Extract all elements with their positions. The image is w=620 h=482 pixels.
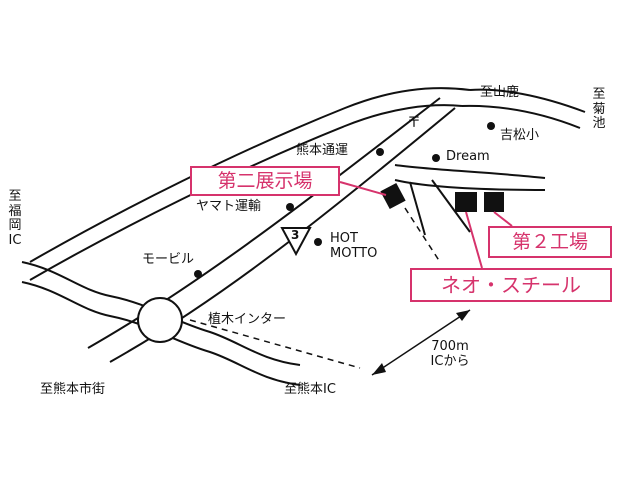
route-3-number: 3 <box>291 228 300 242</box>
yoshimatsu-dot <box>487 122 495 130</box>
dashed-guide-showroom <box>404 207 441 263</box>
label-factory2: 第２工場 <box>488 226 612 258</box>
showroom2-building <box>380 182 406 210</box>
yamato-dot <box>286 203 294 211</box>
leader-neo-steel <box>465 211 483 269</box>
neo-steel-building <box>455 192 477 212</box>
dashed-guide-ic <box>189 319 361 369</box>
place-hot-motto: HOT MOTTO <box>330 231 378 261</box>
distance-note: 700m ICから <box>430 339 470 369</box>
label-neo-steel: ネオ・スチール <box>410 268 612 302</box>
leader-showroom2 <box>339 181 387 196</box>
place-dream: Dream <box>446 149 490 164</box>
destination-kikuchi: 至菊池 <box>592 87 606 132</box>
distance-arrow <box>371 309 471 376</box>
kumamoto-tsuun-dot <box>376 148 384 156</box>
place-mobil: モービル <box>142 252 195 267</box>
expressway-north <box>29 87 471 281</box>
ueki-interchange-circle <box>137 297 183 343</box>
place-kumamoto-tsuun: 熊本通運 <box>296 143 349 158</box>
post-office-symbol: 〒 <box>407 115 421 131</box>
place-yamato: ヤマト運輸 <box>196 199 262 214</box>
route-3-shield <box>280 227 312 257</box>
road-to-factory <box>394 164 546 236</box>
leader-factory2 <box>493 211 513 227</box>
factory2-building <box>484 192 504 212</box>
destination-fukuoka-ic: 至福岡IC <box>8 189 22 248</box>
mobil-dot <box>194 270 202 278</box>
label-showroom2: 第二展示場 <box>190 166 340 196</box>
place-ueki-ic: 植木インター <box>208 312 287 327</box>
dream-dot <box>432 154 440 162</box>
destination-kumamoto-city: 至熊本市街 <box>40 382 106 397</box>
destination-kumamoto-ic: 至熊本IC <box>284 382 336 397</box>
place-yoshimatsu: 吉松小 <box>500 128 540 143</box>
road-yamaga-kikuchi <box>461 88 586 129</box>
destination-yamaga: 至山鹿 <box>480 85 520 100</box>
hot-motto-dot <box>314 238 322 246</box>
